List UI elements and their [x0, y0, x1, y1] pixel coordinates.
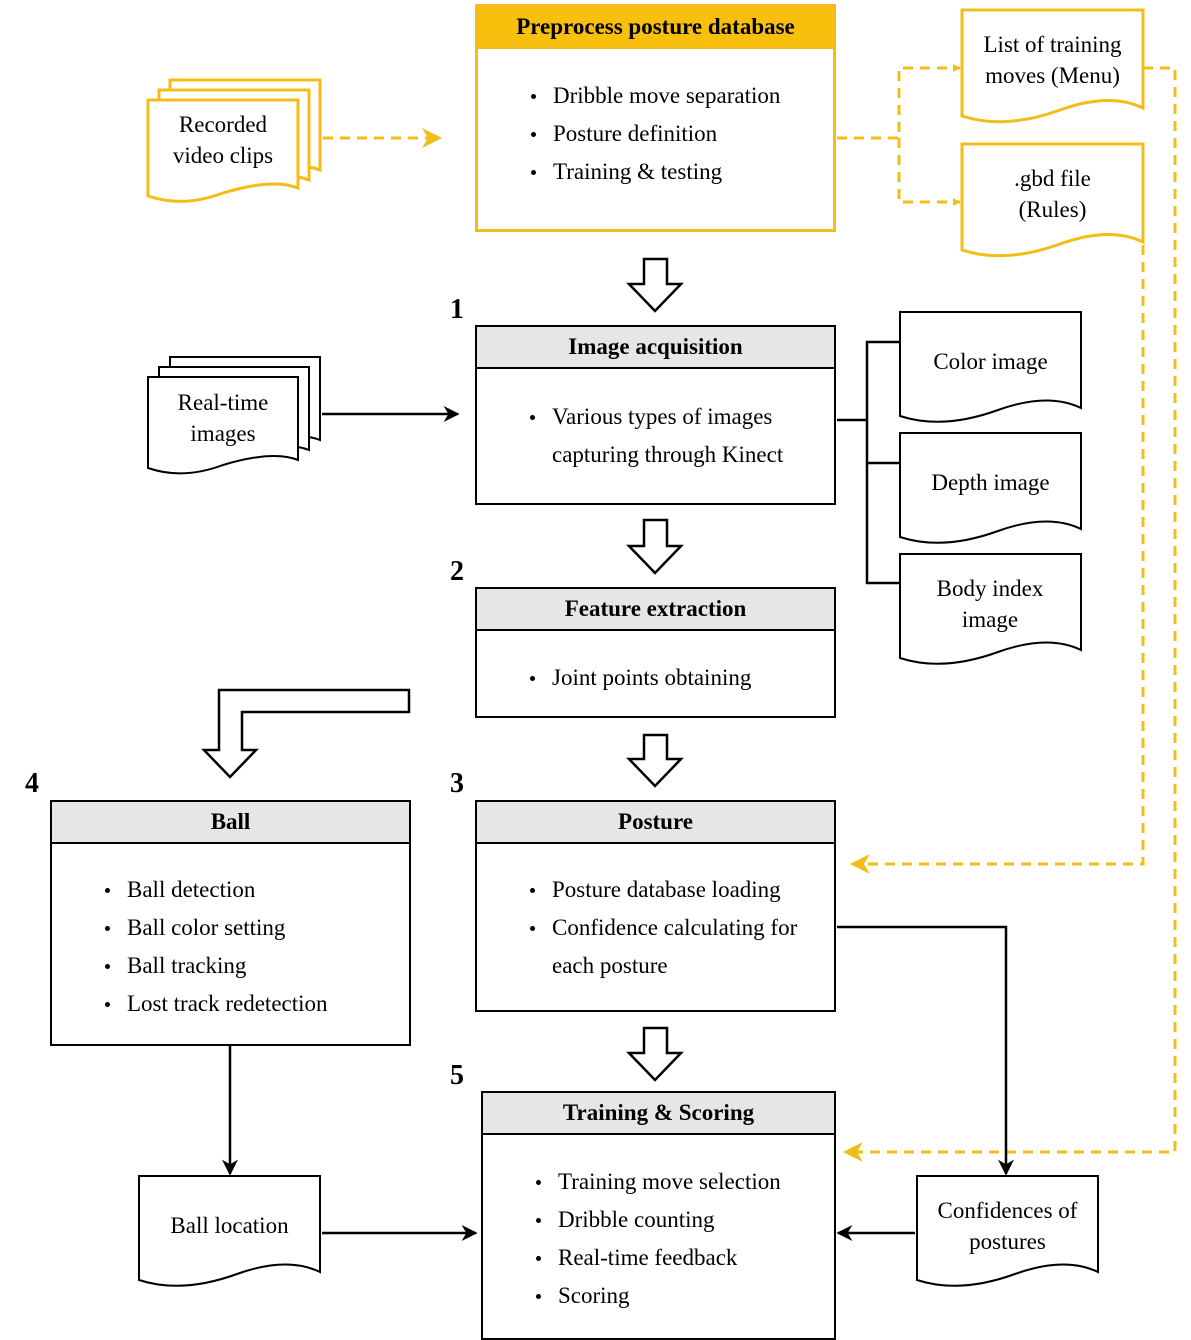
list-item: Posture definition — [531, 115, 833, 153]
depth-image-doc — [899, 432, 1082, 544]
menu-label: List of training moves (Menu) — [983, 32, 1122, 88]
real-time-images-doc — [147, 356, 321, 475]
ball-list: Ball detection Ball color setting Ball t… — [52, 844, 409, 1023]
image-acquisition-title: Image acquisition — [477, 327, 834, 369]
posture-list: Posture database loading Confidence calc… — [477, 844, 834, 985]
feature-extraction-title: Feature extraction — [477, 589, 834, 631]
yellow-dashed-connectors — [323, 64, 1177, 1162]
recorded-video-clips-doc — [146, 78, 322, 203]
list-item: Lost track redetection — [105, 985, 409, 1023]
list-item: Training move selection — [536, 1163, 834, 1201]
color-image-doc — [899, 311, 1082, 423]
real-time-images-label: Real-time images — [177, 390, 269, 446]
ball-location-label: Ball location — [170, 1213, 289, 1238]
image-acquisition-box: Image acquisition Various types of image… — [475, 325, 836, 505]
ball-location-doc — [138, 1175, 321, 1287]
posture-box: Posture Posture database loading Confide… — [475, 800, 836, 1012]
training-scoring-title: Training & Scoring — [483, 1093, 834, 1135]
depth-image-label: Depth image — [931, 470, 1050, 495]
feature-extraction-box: Feature extraction Joint points obtainin… — [475, 587, 836, 718]
feature-extraction-list: Joint points obtaining — [477, 631, 834, 697]
list-item: Confidence calculating for each posture — [530, 909, 820, 985]
list-item: Real-time feedback — [536, 1239, 834, 1277]
posture-title: Posture — [477, 802, 834, 844]
list-item: Ball detection — [105, 871, 409, 909]
step-number-4: 4 — [25, 768, 39, 799]
list-item: Training & testing — [531, 153, 833, 191]
preprocess-title: Preprocess posture database — [478, 7, 833, 49]
flow-arrows — [201, 257, 684, 1082]
ball-box: Ball Ball detection Ball color setting B… — [50, 800, 411, 1046]
confidences-label: Confidences of postures — [937, 1198, 1078, 1254]
black-connectors — [222, 340, 1014, 1241]
rules-doc — [960, 142, 1145, 258]
list-item: Dribble counting — [536, 1201, 834, 1239]
training-scoring-box: Training & Scoring Training move selecti… — [481, 1091, 836, 1340]
list-item: Various types of images capturing throug… — [530, 398, 824, 474]
list-item: Dribble move separation — [531, 77, 833, 115]
ball-title: Ball — [52, 802, 409, 844]
confidences-doc — [916, 1175, 1099, 1287]
list-item: Ball color setting — [105, 909, 409, 947]
list-item: Joint points obtaining — [530, 659, 834, 697]
preprocess-box: Preprocess posture database Dribble move… — [475, 4, 836, 232]
color-image-label: Color image — [933, 349, 1048, 374]
step-number-2: 2 — [450, 556, 464, 587]
training-scoring-list: Training move selection Dribble counting… — [483, 1135, 834, 1315]
menu-doc — [960, 8, 1145, 124]
list-item: Scoring — [536, 1277, 834, 1315]
body-index-image-doc — [899, 553, 1082, 665]
step-number-3: 3 — [450, 768, 464, 799]
step-number-5: 5 — [450, 1060, 464, 1091]
image-acquisition-list: Various types of images capturing throug… — [477, 369, 834, 474]
rules-label: .gbd file (Rules) — [1014, 166, 1091, 222]
recorded-video-clips-label: Recorded video clips — [172, 112, 274, 168]
list-item: Posture database loading — [530, 871, 820, 909]
list-item: Ball tracking — [105, 947, 409, 985]
step-number-1: 1 — [450, 294, 464, 325]
body-index-image-label: Body index image — [936, 576, 1044, 632]
preprocess-list: Dribble move separation Posture definiti… — [478, 49, 833, 191]
